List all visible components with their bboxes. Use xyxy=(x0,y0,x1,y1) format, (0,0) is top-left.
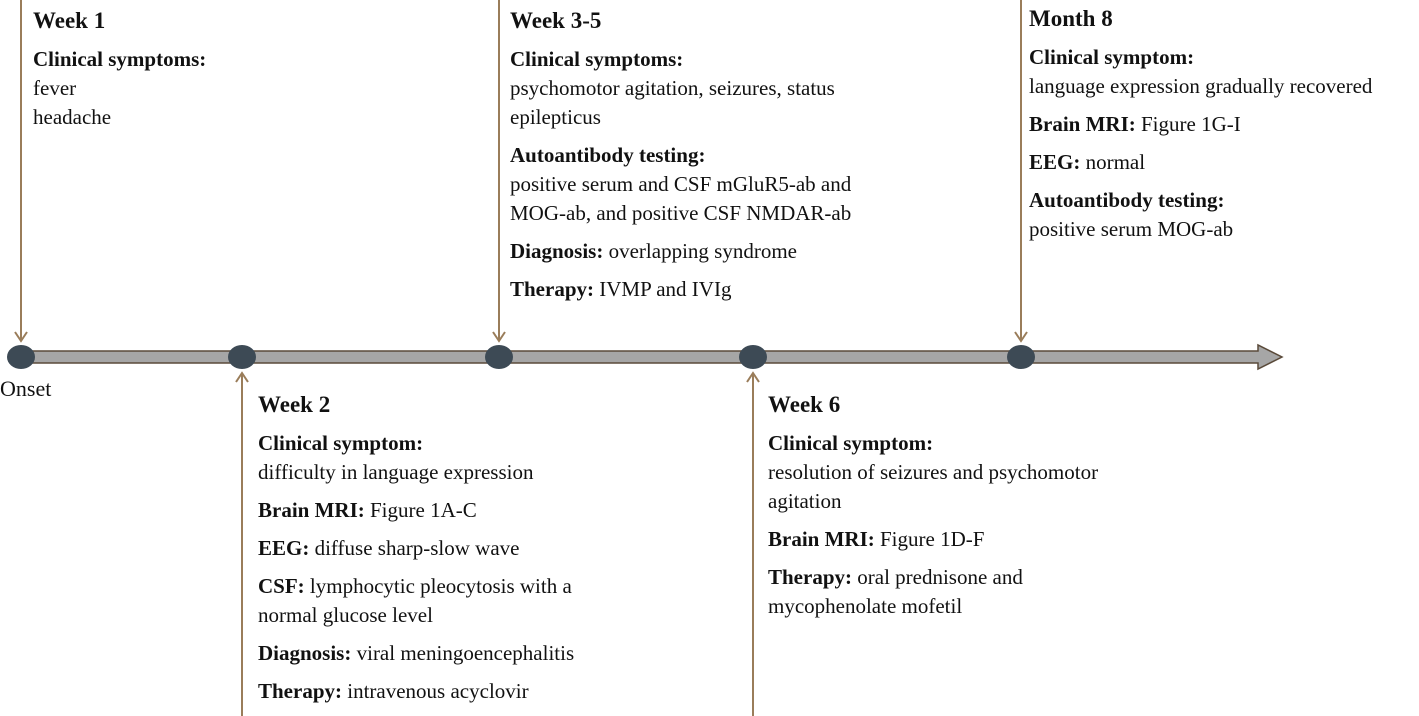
section-line: positive serum MOG-ab xyxy=(1029,217,1234,241)
event-title: Week 6 xyxy=(768,392,841,417)
section-label: Brain MRI: xyxy=(258,498,365,522)
event-section: Brain MRI: Figure 1A-C xyxy=(258,496,658,525)
event-section: Diagnosis: viral meningoencephalitis xyxy=(258,639,658,668)
event-section: Clinical symptoms: psychomotor agitation,… xyxy=(510,45,930,132)
event-section: Therapy: oral prednisone and mycophenolat… xyxy=(768,563,1188,621)
section-value: lymphocytic pleocytosis with a xyxy=(309,574,572,598)
section-value: normal xyxy=(1085,150,1146,174)
section-label: CSF: xyxy=(258,574,305,598)
section-line: headache xyxy=(33,105,112,129)
event-section: Clinical symptom: resolution of seizures … xyxy=(768,429,1188,516)
connector-arrowhead xyxy=(14,331,28,343)
section-value: Figure 1G-I xyxy=(1141,112,1241,136)
section-value: intravenous acyclovir xyxy=(347,679,529,703)
event-section: EEG: normal xyxy=(1029,148,1419,177)
section-line: MOG-ab, and positive CSF NMDAR-ab xyxy=(510,201,852,225)
section-label: Autoantibody testing: xyxy=(1029,188,1225,212)
event-section: Autoantibody testing: positive serum MOG-… xyxy=(1029,186,1419,244)
timeline-axis-arrow xyxy=(19,343,1284,371)
section-label: Diagnosis: xyxy=(510,239,604,263)
section-label: Diagnosis: xyxy=(258,641,352,665)
connector-arrowhead xyxy=(746,371,760,383)
event-section: Clinical symptom: language expression gra… xyxy=(1029,43,1419,101)
section-value: overlapping syndrome xyxy=(608,239,797,263)
event-title: Week 2 xyxy=(258,392,331,417)
section-line: resolution of seizures and psychomotor xyxy=(768,460,1099,484)
section-value: diffuse sharp-slow wave xyxy=(314,536,520,560)
event-section: Brain MRI: Figure 1D-F xyxy=(768,525,1188,554)
section-line: difficulty in language expression xyxy=(258,460,534,484)
section-value: Figure 1D-F xyxy=(880,527,985,551)
timeline-node xyxy=(7,345,35,369)
section-line: agitation xyxy=(768,489,842,513)
section-line: psychomotor agitation, seizures, status xyxy=(510,76,835,100)
event-panel-month-8: Month 8 Clinical symptom: language express… xyxy=(1029,4,1419,253)
section-value: IVMP and IVIg xyxy=(599,277,732,301)
section-value: viral meningoencephalitis xyxy=(356,641,575,665)
timeline-node xyxy=(485,345,513,369)
event-section: Clinical symptoms: fever headache xyxy=(33,45,413,132)
event-section: Diagnosis: overlapping syndrome xyxy=(510,237,930,266)
section-label: Clinical symptom: xyxy=(1029,45,1195,69)
timeline-node xyxy=(228,345,256,369)
event-title: Week 1 xyxy=(33,8,106,33)
event-title: Month 8 xyxy=(1029,6,1113,31)
section-label: Therapy: xyxy=(258,679,342,703)
connector-arrowhead xyxy=(235,371,249,383)
section-value: oral prednisone and xyxy=(857,565,1023,589)
connector-arrowhead xyxy=(1014,331,1028,343)
section-label: Clinical symptom: xyxy=(768,431,934,455)
event-section: Autoantibody testing: positive serum and … xyxy=(510,141,930,228)
section-label: Brain MRI: xyxy=(768,527,875,551)
section-label: Autoantibody testing: xyxy=(510,143,706,167)
section-label: EEG: xyxy=(1029,150,1081,174)
section-value: Figure 1A-C xyxy=(370,498,477,522)
event-section: EEG: diffuse sharp-slow wave xyxy=(258,534,658,563)
connector-arrowhead xyxy=(492,331,506,343)
section-label: Brain MRI: xyxy=(1029,112,1136,136)
event-section: Brain MRI: Figure 1G-I xyxy=(1029,110,1419,139)
section-line: fever xyxy=(33,76,77,100)
event-title: Week 3-5 xyxy=(510,8,602,33)
section-label: Clinical symptom: xyxy=(258,431,424,455)
section-line: mycophenolate mofetil xyxy=(768,594,963,618)
onset-label: Onset xyxy=(0,376,52,401)
event-panel-week-6: Week 6 Clinical symptom: resolution of sei… xyxy=(768,390,1188,630)
section-label: Clinical symptoms: xyxy=(510,47,684,71)
event-section: CSF: lymphocytic pleocytosis with a norma… xyxy=(258,572,658,630)
section-label: Therapy: xyxy=(510,277,594,301)
timeline-node xyxy=(1007,345,1035,369)
event-panel-week-2: Week 2 Clinical symptom: difficulty in lan… xyxy=(258,390,658,715)
event-section: Therapy: IVMP and IVIg xyxy=(510,275,930,304)
event-section: Therapy: intravenous acyclovir xyxy=(258,677,658,706)
section-label: Clinical symptoms: xyxy=(33,47,207,71)
section-line: language expression gradually recovered xyxy=(1029,74,1373,98)
section-line: epilepticus xyxy=(510,105,601,129)
section-line: normal glucose level xyxy=(258,603,433,627)
section-line: positive serum and CSF mGluR5-ab and xyxy=(510,172,852,196)
event-section: Clinical symptom: difficulty in language … xyxy=(258,429,658,487)
event-panel-week-1: Week 1 Clinical symptoms: fever headache xyxy=(33,6,413,141)
section-label: EEG: xyxy=(258,536,310,560)
timeline-node xyxy=(739,345,767,369)
section-label: Therapy: xyxy=(768,565,852,589)
